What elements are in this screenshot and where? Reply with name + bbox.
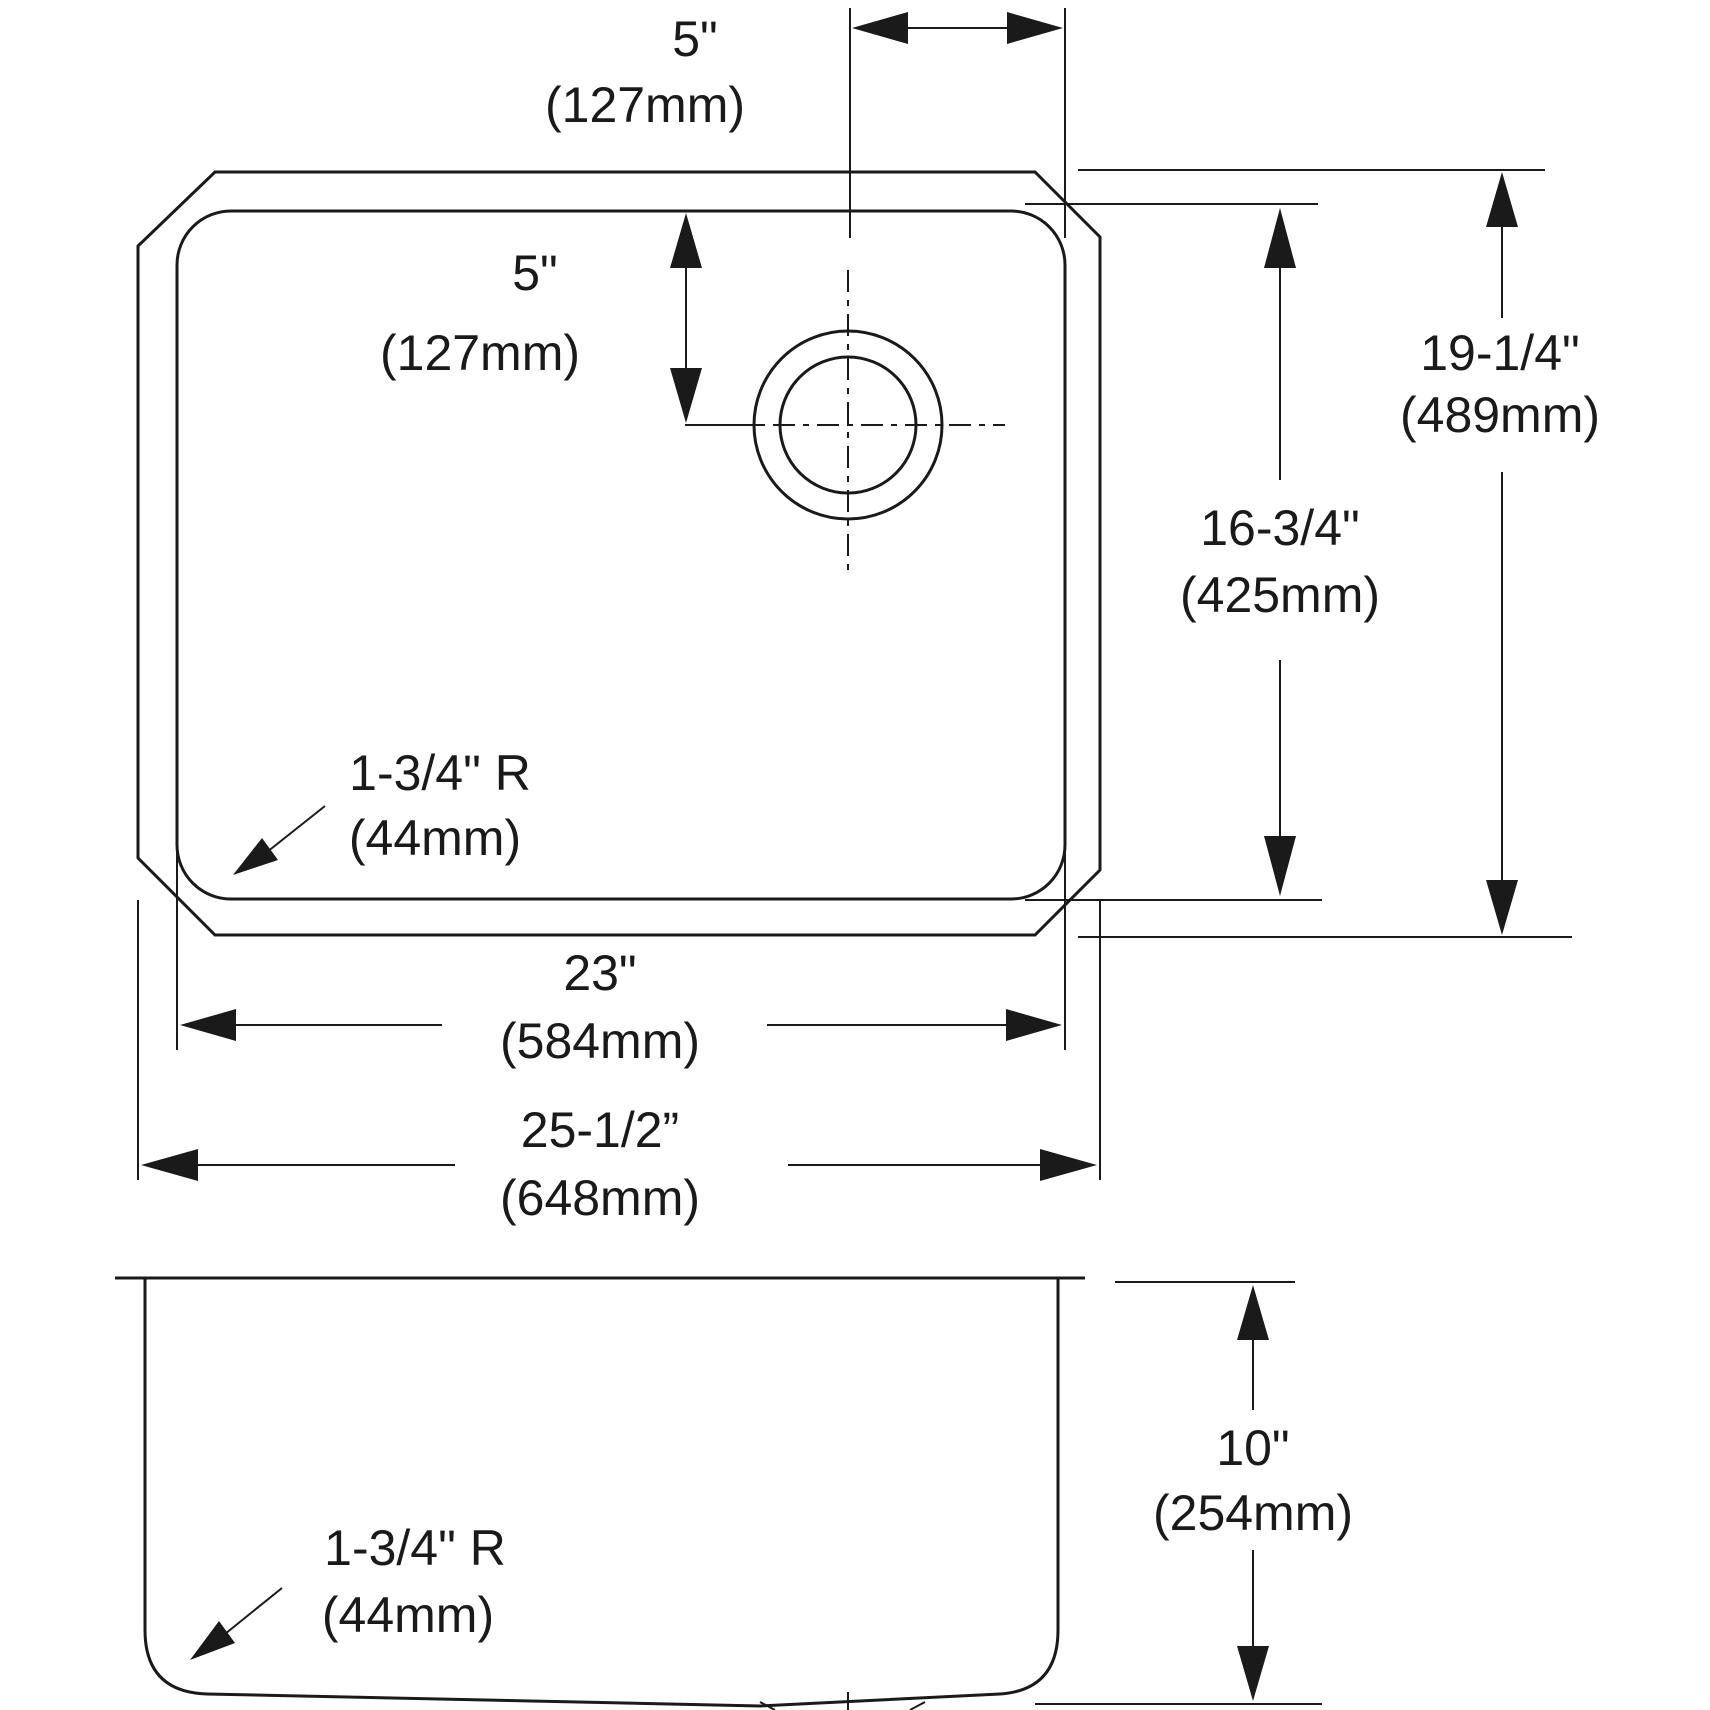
corner-radius-side-imperial: 1-3/4" R [324, 1520, 506, 1576]
side-drain-outlet [759, 1701, 926, 1710]
dim-overall-width: 25-1/2” (648mm) [137, 900, 1101, 1226]
dim-drain-offset-horizontal: 5" (127mm) [545, 11, 1063, 133]
bowl-width-imperial: 23" [563, 945, 636, 1001]
drain-offset-h-metric: (127mm) [545, 77, 745, 133]
bowl-length-imperial: 16-3/4" [1200, 500, 1360, 556]
sink-bowl-outline [175, 209, 1067, 901]
side-view [115, 1276, 1085, 1710]
dim-overall-length: 19-1/4" (489mm) [1078, 169, 1600, 938]
overall-width-metric: (648mm) [500, 1170, 700, 1226]
sink-outer-flange [136, 170, 1102, 937]
dim-bowl-length: 16-3/4" (425mm) [1030, 203, 1380, 901]
overall-length-imperial: 19-1/4" [1420, 325, 1580, 381]
dim-bowl-width: 23" (584mm) [176, 840, 1066, 1069]
callout-corner-radius-side: 1-3/4" R (44mm) [190, 1520, 506, 1660]
dim-drain-offset-vertical: 5" (127mm) [380, 213, 702, 423]
corner-radius-plan-metric: (44mm) [349, 810, 521, 866]
overall-length-metric: (489mm) [1400, 387, 1600, 443]
drain-offset-v-imperial: 5" [512, 245, 558, 301]
bowl-depth-metric: (254mm) [1153, 1485, 1353, 1541]
drain-offset-v-metric: (127mm) [380, 325, 580, 381]
corner-radius-side-metric: (44mm) [322, 1587, 494, 1643]
corner-radius-plan-imperial: 1-3/4" R [349, 745, 531, 801]
drain-offset-h-imperial: 5" [672, 11, 718, 67]
plan-view [136, 8, 1102, 937]
bowl-width-metric: (584mm) [500, 1013, 700, 1069]
bowl-depth-imperial: 10" [1216, 1420, 1289, 1476]
bowl-length-metric: (425mm) [1180, 567, 1380, 623]
overall-width-imperial: 25-1/2” [521, 1102, 679, 1158]
callout-corner-radius-plan: 1-3/4" R (44mm) [233, 745, 531, 875]
dim-bowl-depth: 10" (254mm) [1035, 1281, 1353, 1705]
side-bowl-profile [143, 1278, 1060, 1708]
